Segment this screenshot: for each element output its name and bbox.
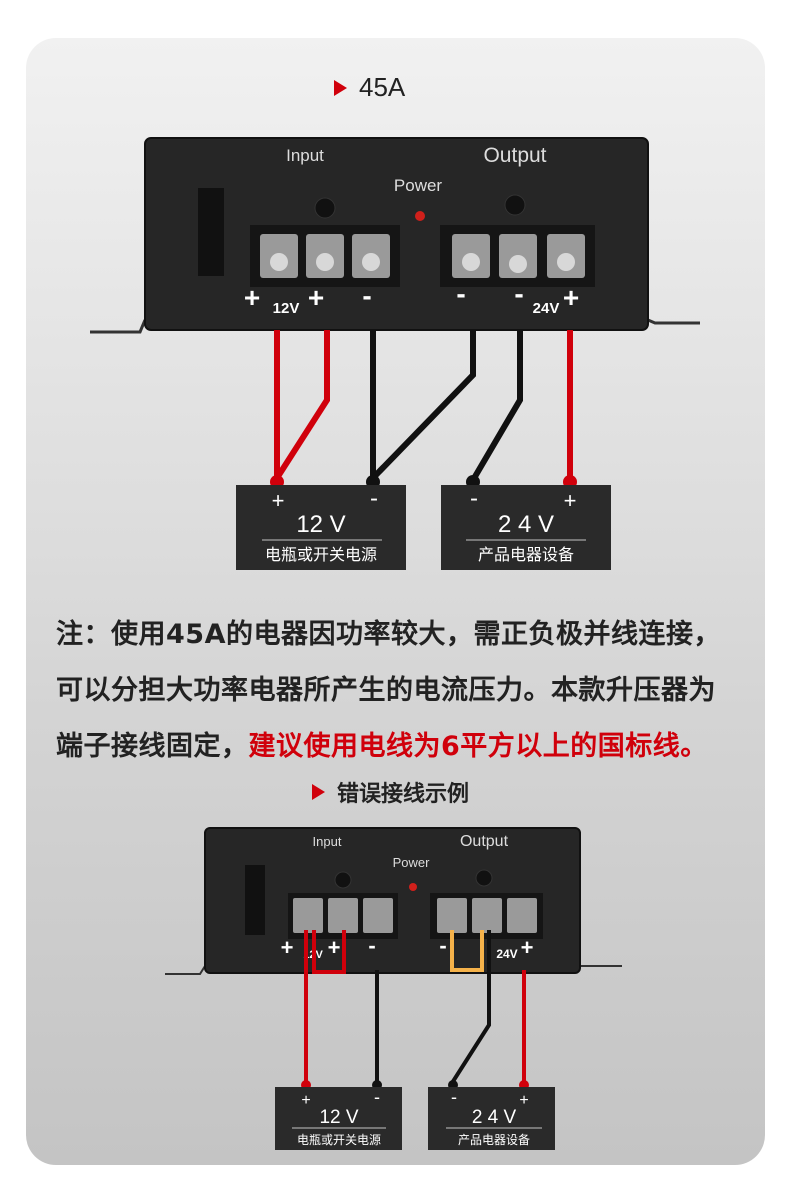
diagram-shape bbox=[90, 318, 700, 334]
diagram-shape bbox=[509, 255, 527, 273]
diagram-label: + bbox=[301, 1092, 310, 1109]
note-warning-text: 建议使用电线为6平方以上的国标线。 bbox=[248, 731, 708, 762]
diagram-label: - bbox=[451, 1087, 457, 1107]
diagram-shape bbox=[362, 253, 380, 271]
switch-slot bbox=[198, 188, 224, 276]
section-title: 错误接线示例 bbox=[337, 781, 470, 806]
diagram-shape bbox=[472, 898, 502, 933]
diagram-label: - bbox=[370, 485, 378, 512]
diagram-label: Output bbox=[460, 833, 509, 850]
screw-icon bbox=[314, 197, 336, 219]
diagram-shape: + 12V + - - 24V + bbox=[281, 933, 534, 961]
diagram-label: + bbox=[244, 282, 260, 313]
diagram-shape bbox=[370, 330, 476, 481]
diagram-label: 产品电器设备 bbox=[478, 546, 574, 564]
section-header-wrong-wiring: 错误接线示例 bbox=[312, 776, 469, 808]
diagram-label: 2 4 V bbox=[498, 511, 554, 538]
note-line-3: 端子接线固定，建议使用电线为6平方以上的国标线。 bbox=[56, 724, 708, 763]
diagram-shape bbox=[462, 253, 480, 271]
diagram-label: 12 V bbox=[319, 1107, 358, 1128]
diagram-label: + bbox=[521, 935, 534, 960]
diagram-label: + bbox=[328, 935, 341, 960]
diagram-shape: + 12V + - - - 24V + bbox=[244, 278, 579, 317]
section-header-45a: 45A bbox=[334, 72, 405, 103]
diagram-shape bbox=[270, 253, 288, 271]
diagram-shape bbox=[293, 898, 537, 933]
power-led bbox=[415, 211, 425, 221]
bottom-load-device: - + 2 4 V 产品电器设备 bbox=[428, 1087, 555, 1150]
diagram-shape bbox=[312, 930, 346, 974]
diagram-label: - bbox=[368, 933, 375, 958]
triangle-bullet-icon bbox=[312, 784, 325, 800]
diagram-shape bbox=[293, 898, 323, 933]
diagram-label: 产品电器设备 bbox=[458, 1133, 530, 1147]
diagram-label: + bbox=[281, 935, 294, 960]
screw-icon bbox=[504, 194, 526, 216]
diagram-shape bbox=[165, 965, 622, 975]
bottom-device: Input Output Power + 12V + - - 24V + bbox=[165, 827, 622, 975]
diagram-shape bbox=[507, 898, 537, 933]
diagram-shape bbox=[270, 253, 575, 273]
diagram-label: 电瓶或开关电源 bbox=[297, 1133, 381, 1147]
wrong-jumper-wire bbox=[450, 930, 484, 972]
diagram-shape bbox=[334, 871, 352, 889]
power-label: Power bbox=[394, 176, 443, 195]
diagram-shape bbox=[316, 253, 334, 271]
diagram-shape bbox=[441, 485, 611, 570]
diagram-shape bbox=[437, 898, 467, 933]
diagram-label: + bbox=[519, 1092, 528, 1109]
top-source-battery: + - 12 V 电瓶或开关电源 bbox=[236, 485, 406, 570]
note-text: 端子接线固定， bbox=[56, 731, 249, 762]
diagram-label: + bbox=[272, 488, 285, 513]
diagram-shape bbox=[363, 898, 393, 933]
diagram-label: 24V bbox=[496, 947, 517, 961]
note-line-1: 注：使用45A的电器因功率较大，需正负极并线连接， bbox=[56, 619, 721, 650]
diagram-label: - bbox=[374, 1087, 380, 1107]
diagram-label: - bbox=[439, 933, 446, 958]
diagram-shape bbox=[275, 1087, 402, 1150]
diagram-label: - bbox=[362, 280, 371, 311]
diagram-label: - bbox=[456, 278, 465, 309]
diagram-label: + bbox=[563, 282, 579, 313]
diagram-shape bbox=[470, 330, 523, 482]
diagram-label: 12 V bbox=[296, 511, 345, 538]
input-voltage-label: 12V bbox=[273, 300, 300, 317]
output-voltage-label: 24V bbox=[533, 300, 560, 317]
top-wires bbox=[274, 330, 573, 482]
bottom-source-battery: + - 12 V 电瓶或开关电源 bbox=[275, 1087, 402, 1150]
diagram-label: - bbox=[514, 278, 523, 309]
diagram-shape bbox=[409, 883, 417, 891]
top-device: Input Output Power + 12V + - - - 24V + bbox=[90, 137, 700, 334]
diagram-shape bbox=[236, 485, 406, 570]
diagram-shape bbox=[428, 1087, 555, 1150]
diagram-label: - bbox=[470, 485, 478, 512]
diagram-label: 2 4 V bbox=[472, 1107, 517, 1128]
diagram-label: + bbox=[308, 282, 324, 313]
section-title: 45A bbox=[359, 72, 406, 102]
diagram-label: + bbox=[564, 488, 577, 513]
bottom-wires bbox=[304, 930, 526, 1085]
diagram-shape bbox=[557, 253, 575, 271]
diagram-shape bbox=[274, 330, 330, 480]
note-line-2: 可以分担大功率电器所产生的电流压力。本款升压器为 bbox=[56, 675, 716, 706]
diagram-label: 电瓶或开关电源 bbox=[265, 546, 377, 564]
diagram-shape bbox=[245, 865, 265, 935]
diagram-label: Power bbox=[393, 855, 431, 870]
diagram-shape bbox=[450, 930, 491, 1085]
diagram-shape bbox=[260, 234, 585, 278]
diagram-shape bbox=[475, 869, 493, 887]
output-label: Output bbox=[483, 144, 546, 167]
top-load-device: - + 2 4 V 产品电器设备 bbox=[441, 485, 611, 570]
triangle-bullet-icon bbox=[334, 79, 347, 96]
diagram-shape bbox=[328, 898, 358, 933]
diagram-label: Input bbox=[313, 834, 342, 849]
input-label: Input bbox=[286, 146, 324, 165]
